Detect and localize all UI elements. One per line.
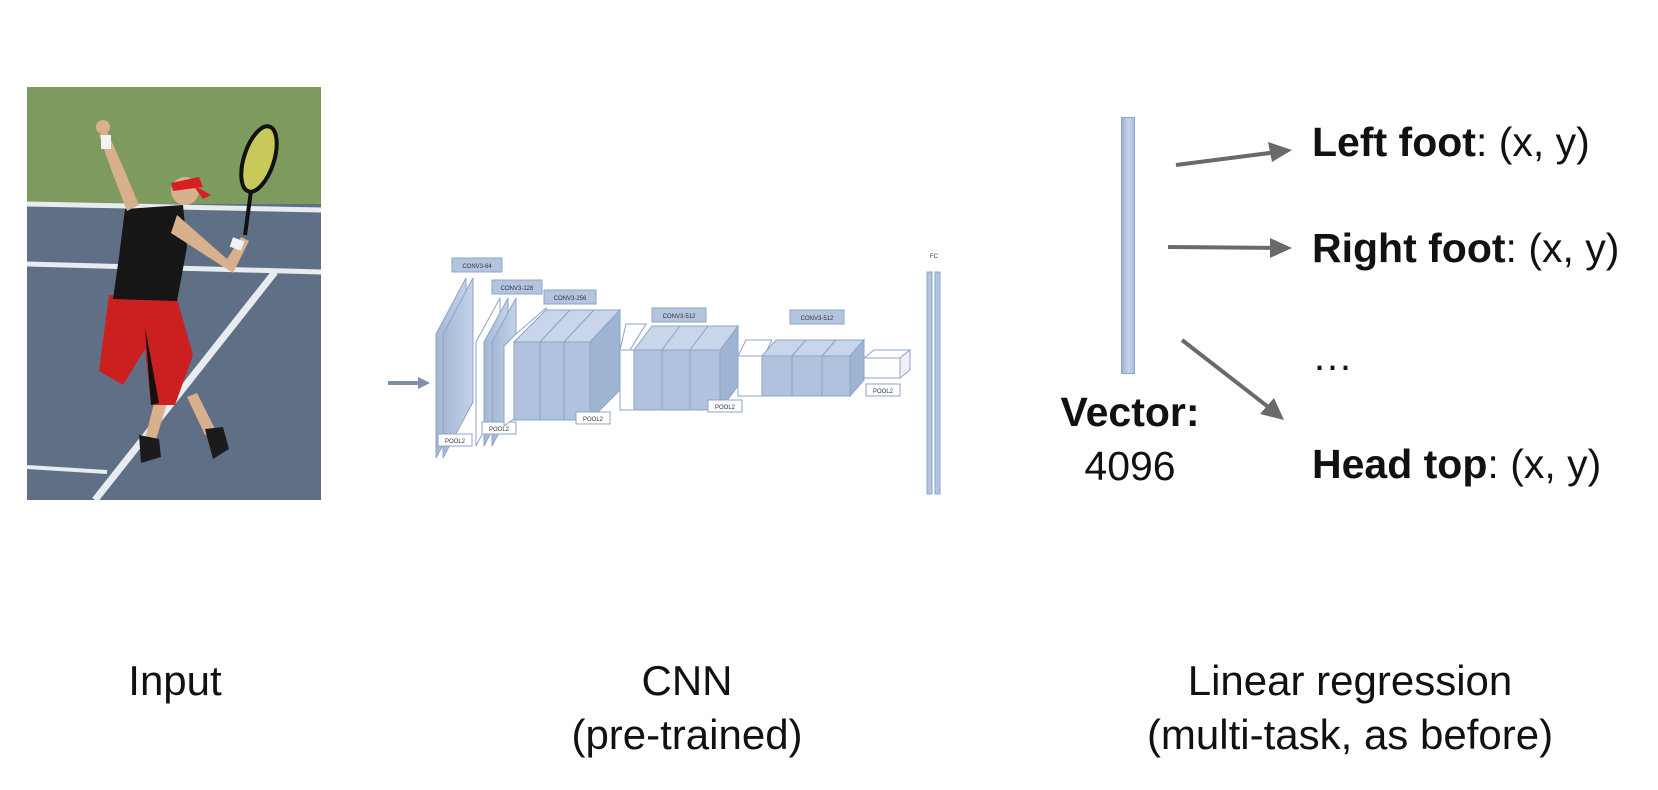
- svg-text:POOL2: POOL2: [715, 405, 736, 411]
- fc-layers: [926, 271, 941, 495]
- vector-label: Vector:: [1060, 389, 1200, 435]
- vector-size: 4096: [1084, 443, 1176, 489]
- layer-label-conv128: CONV3-128: [491, 279, 543, 295]
- layer-label-conv512-a: CONV3-512: [651, 307, 707, 323]
- output-value: : (x, y): [1475, 119, 1590, 165]
- regression-caption-line2: (multi-task, as before): [1146, 711, 1554, 758]
- output-value: : (x, y): [1487, 441, 1602, 487]
- layer-label-conv64: CONV3-64: [451, 257, 503, 273]
- pool-label-4: POOL2: [707, 399, 743, 413]
- layer-label-conv512-b: CONV3-512: [789, 309, 845, 325]
- output-name: Right foot: [1312, 225, 1506, 271]
- final-pool-block: [862, 348, 912, 380]
- arrow-left-foot: [1175, 142, 1292, 167]
- regression-caption-line1: Linear regression: [1187, 657, 1513, 704]
- svg-text:POOL2: POOL2: [583, 417, 604, 423]
- tennis-player-illustration: [27, 87, 321, 500]
- input-caption: Input: [128, 657, 222, 704]
- input-arrow: [388, 377, 430, 389]
- svg-text:CONV3-256: CONV3-256: [554, 296, 587, 302]
- output-value: : (x, y): [1505, 225, 1620, 271]
- svg-text:CONV3-128: CONV3-128: [501, 286, 534, 292]
- svg-text:POOL2: POOL2: [873, 389, 894, 395]
- cnn-caption-line1: CNN: [641, 657, 733, 704]
- output-ellipsis: …: [1312, 333, 1353, 379]
- fc-label: FC: [930, 254, 939, 260]
- conv-block-64: [435, 277, 474, 459]
- regression-caption: Linear regression (multi-task, as before…: [1110, 654, 1590, 762]
- conv-block-256: [503, 306, 622, 427]
- output-right-foot: Right foot: (x, y): [1312, 224, 1619, 272]
- output-head-top: Head top: (x, y): [1312, 440, 1601, 488]
- conv-block-512-b: [737, 338, 866, 398]
- pool-label-5: POOL2: [865, 383, 901, 397]
- cnn-caption-line2: (pre-trained): [571, 711, 803, 758]
- cnn-caption: CNN (pre-trained): [537, 654, 837, 762]
- svg-text:CONV3-512: CONV3-512: [801, 316, 834, 322]
- output-arrows: [1160, 120, 1320, 440]
- cnn-architecture: CONV3-64 POOL2 CONV3-128 POOL2: [380, 250, 1000, 510]
- svg-text:POOL2: POOL2: [489, 427, 510, 433]
- svg-text:CONV3-512: CONV3-512: [663, 314, 696, 320]
- input-image: [27, 87, 321, 500]
- svg-text:CONV3-64: CONV3-64: [462, 264, 492, 270]
- output-left-foot: Left foot: (x, y): [1312, 118, 1590, 166]
- arrow-right-foot: [1167, 238, 1292, 258]
- layer-label-conv256: CONV3-256: [543, 289, 597, 305]
- output-name: Left foot: [1312, 119, 1476, 165]
- pool-label-3: POOL2: [575, 411, 611, 425]
- output-name: Head top: [1312, 441, 1488, 487]
- pool-label-2: POOL2: [481, 421, 517, 435]
- svg-text:POOL2: POOL2: [445, 439, 466, 445]
- arrow-head-top: [1180, 338, 1284, 420]
- conv-block-128: [475, 297, 517, 447]
- conv-block-512-a: [619, 323, 739, 412]
- pool-label-1: POOL2: [437, 433, 473, 447]
- feature-vector-bar: [1121, 117, 1135, 374]
